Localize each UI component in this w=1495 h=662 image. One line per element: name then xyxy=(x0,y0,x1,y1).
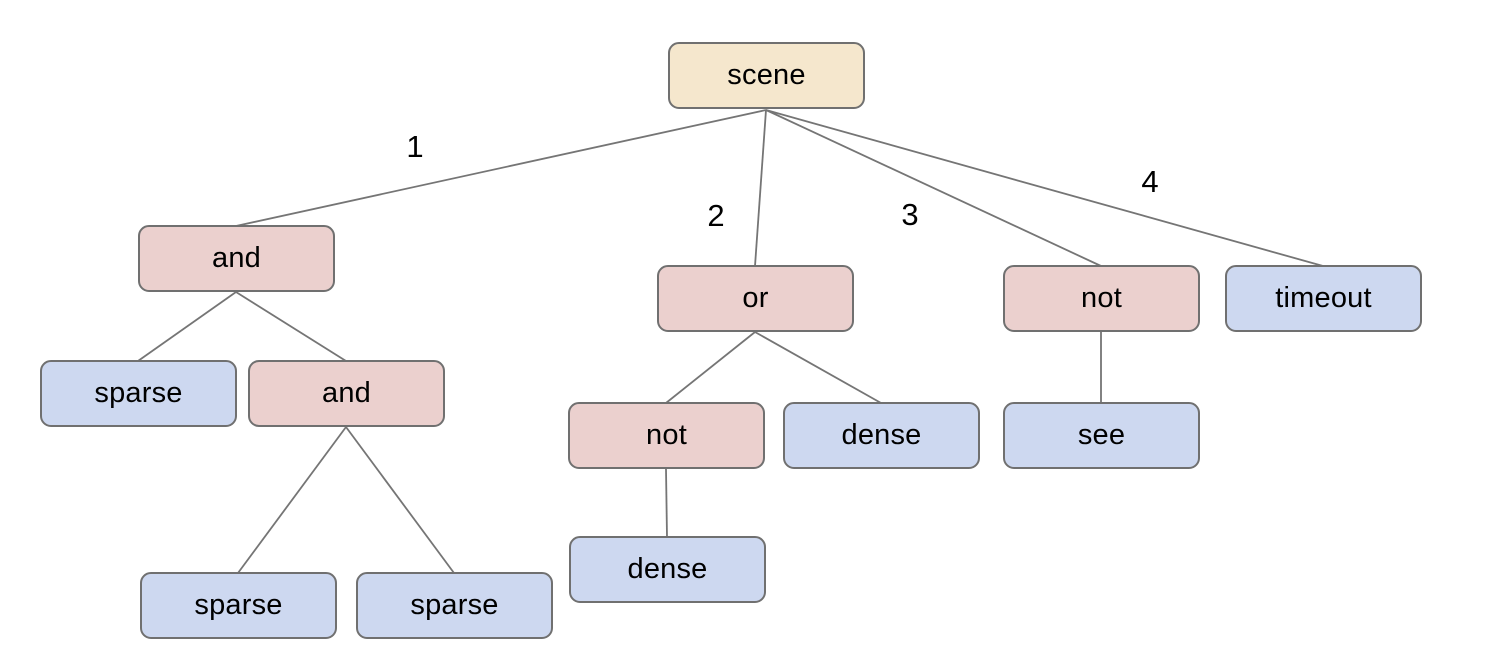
node-not-2: not xyxy=(568,402,765,469)
edge-and-1-and-2 xyxy=(235,291,347,362)
edge-label-3: 3 xyxy=(901,197,919,232)
node-timeout: timeout xyxy=(1225,265,1422,332)
edge-scene-not-1 xyxy=(765,109,1102,267)
node-dense-1: dense xyxy=(783,402,980,469)
edge-not-2-dense-2 xyxy=(665,468,668,538)
edge-label-1: 1 xyxy=(406,129,424,164)
edge-label-2: 2 xyxy=(707,198,725,233)
edge-and-2-sparse-3 xyxy=(345,426,455,574)
node-see: see xyxy=(1003,402,1200,469)
edge-scene-or xyxy=(754,109,767,267)
node-and-1: and xyxy=(138,225,335,292)
edge-label-4: 4 xyxy=(1141,164,1159,199)
node-not-1: not xyxy=(1003,265,1200,332)
node-sparse-2: sparse xyxy=(140,572,337,639)
edge-or-not-2 xyxy=(665,331,756,404)
edge-and-1-sparse-1 xyxy=(137,291,237,362)
edge-scene-and-1 xyxy=(235,109,767,227)
node-dense-2: dense xyxy=(569,536,766,603)
node-and-2: and xyxy=(248,360,445,427)
node-sparse-1: sparse xyxy=(40,360,237,427)
edge-and-2-sparse-2 xyxy=(237,426,347,574)
node-scene: scene xyxy=(668,42,865,109)
node-or: or xyxy=(657,265,854,332)
node-sparse-3: sparse xyxy=(356,572,553,639)
edge-scene-timeout xyxy=(765,109,1324,267)
edge-or-dense-1 xyxy=(754,331,882,404)
